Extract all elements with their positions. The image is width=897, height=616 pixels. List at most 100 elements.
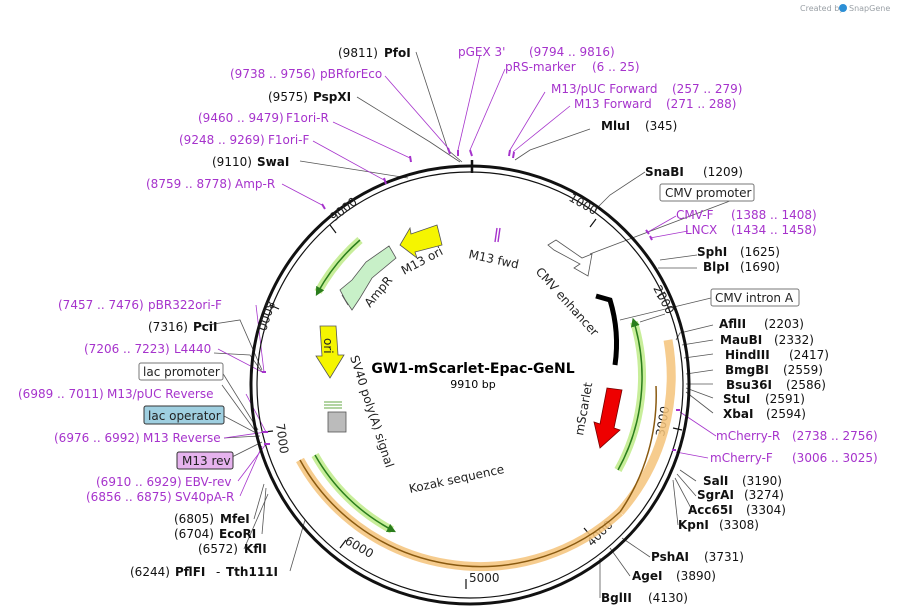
xbai-name[interactable]: XbaI (723, 407, 753, 421)
kpni-name[interactable]: KpnI (678, 518, 709, 532)
ampr-name[interactable]: Amp-R (235, 177, 275, 191)
orf-line-right (619, 385, 657, 513)
sgrai-name[interactable]: SgrAI (697, 488, 734, 502)
pflfi-name[interactable]: PflFI (175, 565, 205, 579)
stui-pos: (2591) (765, 392, 805, 406)
cmv-intron-box[interactable]: CMV intron A (710, 288, 800, 307)
mlui-pos: (345) (645, 119, 677, 133)
mcherryf-name[interactable]: mCherry-F (710, 451, 773, 465)
pcii-pos: (7316) (148, 320, 188, 334)
backbone-inner (256, 171, 684, 599)
stui-name[interactable]: StuI (723, 392, 750, 406)
pbrforeco-name[interactable]: pBRforEco (320, 67, 382, 81)
plasmid-size: 9910 bp (450, 378, 495, 391)
pgex3-pos: (9794 .. 9816) (529, 45, 615, 59)
ebvrev-name[interactable]: EBV-rev (185, 475, 231, 489)
snapgene-brand: SnapGene (849, 4, 890, 13)
acc65i-name[interactable]: Acc65I (688, 503, 733, 517)
lncx-name[interactable]: LNCX (685, 223, 717, 237)
mcherryr-name[interactable]: mCherry-R (716, 429, 780, 443)
f1orif-pos: (9248 .. 9269) (179, 133, 265, 147)
f1orif-name[interactable]: F1ori-F (268, 133, 309, 147)
m13fwd-name[interactable]: M13 Forward (574, 97, 652, 111)
pshai-pos: (3731) (704, 550, 744, 564)
m13-fwd-mark-2 (497, 227, 501, 243)
m13-rev-text: M13 rev (182, 454, 231, 468)
sphi-name[interactable]: SphI (697, 245, 727, 259)
pshai-name[interactable]: PshAI (651, 550, 689, 564)
cmv-promoter-box[interactable]: CMV promoter (659, 183, 755, 202)
aflii-pos: (2203) (764, 317, 804, 331)
aflii-name[interactable]: AflII (719, 317, 746, 331)
hindiii-pos: (2417) (789, 348, 829, 362)
tth111i-name[interactable]: Tth111I (226, 565, 278, 579)
f1orir-name[interactable]: F1ori-R (286, 111, 329, 125)
sali-name[interactable]: SalI (703, 474, 728, 488)
mlui-name[interactable]: MluI (601, 119, 630, 133)
pfoi-name[interactable]: PfoI (384, 46, 411, 60)
m13-ori-arrow[interactable] (399, 224, 443, 260)
mscarlet-arrow[interactable] (593, 387, 623, 449)
cmv-promoter-text: CMV promoter (665, 186, 752, 200)
f1orir-pos: (9460 .. 9479) (198, 111, 284, 125)
swai-name[interactable]: SwaI (257, 155, 289, 169)
prsmarker-pos: (6 .. 25) (592, 60, 640, 74)
ecori-name[interactable]: EcoRI (219, 527, 256, 541)
mcherryf-pos: (3006 .. 3025) (792, 451, 878, 465)
m13-rev-box[interactable]: M13 rev (176, 451, 234, 470)
ampr-pos: (8759 .. 8778) (146, 177, 232, 191)
pgex3-name[interactable]: pGEX 3' (458, 45, 505, 59)
pflfi-pos: (6244) (130, 565, 170, 579)
lac-site-marks (324, 401, 342, 409)
cmv-intron-text: CMV intron A (715, 291, 794, 305)
hindiii-name[interactable]: HindIII (725, 348, 770, 362)
kpni-pos: (3308) (719, 518, 759, 532)
tick-1000: 1000 (567, 190, 600, 217)
snabi-name[interactable]: SnaBI (645, 165, 684, 179)
bglii-pos: (4130) (648, 591, 688, 605)
cmv-enhancer-arrow[interactable] (547, 239, 593, 277)
cmvf-name[interactable]: CMV-F (676, 208, 714, 222)
plasmid-name: GW1-mScarlet-Epac-GeNL (371, 361, 574, 377)
m13pucrev-name[interactable]: M13/pUC Reverse (107, 387, 214, 401)
agei-name[interactable]: AgeI (632, 569, 662, 583)
green-arc-1 (315, 239, 361, 296)
bglii-name[interactable]: BglII (601, 591, 632, 605)
blpi-name[interactable]: BlpI (703, 260, 729, 274)
pbr322-name[interactable]: pBR322ori-F (148, 298, 222, 312)
snapgene-logo[interactable]: SnapGene (839, 4, 890, 13)
pbrforeco-pos: (9738 .. 9756) (230, 67, 316, 81)
mfei-name[interactable]: MfeI (220, 512, 250, 526)
prsmarker-name[interactable]: pRS-marker (505, 60, 576, 74)
green-arc-glow-2 (614, 320, 647, 472)
bmgbi-name[interactable]: BmgBI (725, 363, 769, 377)
lac-promoter-box[interactable]: lac promoter (138, 362, 224, 381)
pspxi-name[interactable]: PspXI (313, 90, 351, 104)
maubi-name[interactable]: MauBI (720, 333, 762, 347)
maubi-pos: (2332) (774, 333, 814, 347)
l4440-pos: (7206 .. 7223) (84, 342, 170, 356)
tick-5000: 5000 (469, 571, 500, 585)
bsu36i-name[interactable]: Bsu36I (726, 378, 772, 392)
sphi-pos: (1625) (740, 245, 780, 259)
cmv-promoter-bar[interactable] (595, 293, 619, 366)
sgrai-pos: (3274) (744, 488, 784, 502)
m13puc-name[interactable]: M13/pUC Forward (551, 82, 658, 96)
l4440-name[interactable]: L4440 (174, 342, 211, 356)
m13rev-name[interactable]: M13 Reverse (143, 431, 221, 445)
sv40par-pos: (6856 .. 6875) (86, 490, 172, 504)
sv40par-name[interactable]: SV40pA-R (175, 490, 234, 504)
acc65i-pos: (3304) (746, 503, 786, 517)
green-arc-2 (617, 317, 643, 471)
agei-pos: (3890) (676, 569, 716, 583)
backbone-outer (249, 164, 691, 606)
ampr-arrow[interactable] (339, 245, 397, 311)
kfli-name[interactable]: KflI (244, 542, 267, 556)
primer-ticks (262, 147, 680, 451)
sv40-polya-block[interactable] (327, 411, 347, 433)
lac-operator-box[interactable]: lac operator (143, 405, 225, 425)
m13-fwd-mark (494, 227, 498, 243)
pcii-name[interactable]: PciI (193, 320, 218, 334)
ori-arrow[interactable] (315, 325, 345, 379)
